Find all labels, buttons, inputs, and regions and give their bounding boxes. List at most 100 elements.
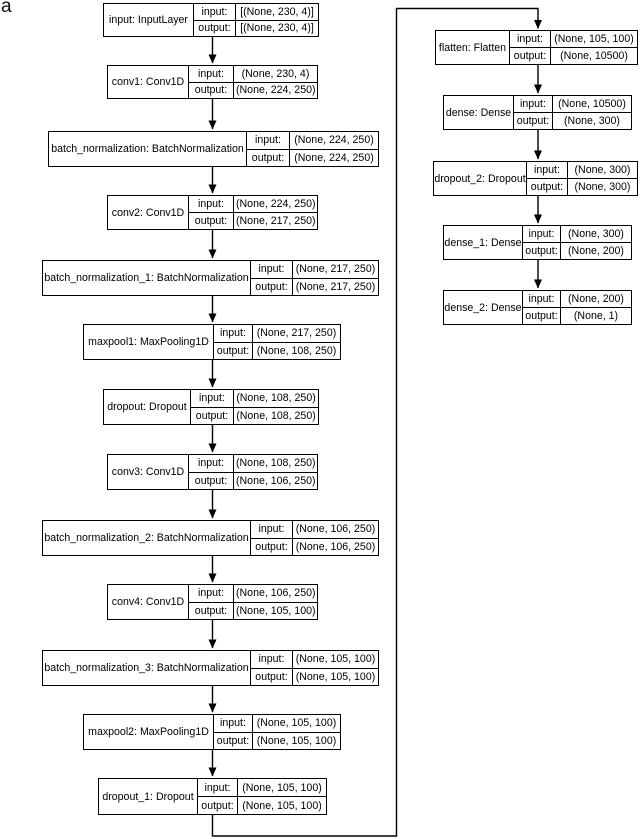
io-input-label: input: bbox=[189, 585, 234, 602]
io-input-label: input: bbox=[198, 779, 238, 796]
io-input-value: (None, 217, 250) bbox=[295, 263, 376, 276]
io-input-value: (None, 224, 250) bbox=[236, 198, 316, 210]
io-output-row: output: (None, 1) bbox=[523, 307, 631, 324]
io-output-row: output: (None, 105, 100) bbox=[214, 731, 340, 749]
io-input-label: input: bbox=[523, 291, 561, 307]
layer-name: dropout: Dropout bbox=[104, 390, 191, 424]
io-input-row: input: (None, 217, 250) bbox=[214, 325, 340, 342]
io-input-value: (None, 200) bbox=[568, 293, 624, 305]
io-input-label: input: bbox=[523, 226, 561, 242]
layer-node-conv1: conv1: Conv1D input: (None, 230, 4) outp… bbox=[107, 65, 318, 99]
io-table: input: (None, 105, 100) output: (None, 1… bbox=[251, 651, 378, 685]
io-output-row: output: (None, 108, 250) bbox=[191, 406, 318, 424]
layer-name: input: InputLayer bbox=[104, 4, 194, 36]
layer-name: conv4: Conv1D bbox=[108, 585, 189, 619]
io-output-label: output: bbox=[189, 602, 234, 619]
layer-name: conv3: Conv1D bbox=[108, 455, 189, 489]
io-output-value: (None, 105, 100) bbox=[256, 734, 337, 747]
io-input-value: (None, 224, 250) bbox=[294, 134, 374, 147]
io-table: input: (None, 10500) output: (None, 300) bbox=[514, 96, 631, 129]
io-input-value: (None, 300) bbox=[574, 164, 631, 176]
io-output-row: output: (None, 108, 250) bbox=[214, 341, 340, 359]
io-output-label: output: bbox=[251, 278, 293, 295]
io-output-label: output: bbox=[251, 538, 293, 555]
io-output-row: output: (None, 217, 250) bbox=[189, 212, 317, 229]
io-table: input: (None, 106, 250) output: (None, 1… bbox=[189, 585, 317, 619]
layer-node-dense-2: dense_2: Dense input: (None, 200) output… bbox=[443, 290, 632, 325]
io-table: input: (None, 230, 4) output: (None, 224… bbox=[189, 66, 317, 98]
io-output-value: (None, 300) bbox=[574, 181, 631, 193]
io-output-value: (None, 105, 100) bbox=[236, 604, 316, 617]
layer-node-batch-normalization-2: batch_normalization_2: BatchNormalizatio… bbox=[42, 520, 379, 556]
io-output-value: (None, 300) bbox=[564, 115, 620, 127]
io-input-row: input: (None, 10500) bbox=[514, 96, 631, 112]
io-table: input: [(None, 230, 4)] output: [(None, … bbox=[194, 4, 318, 36]
layer-node-dense: dense: Dense input: (None, 10500) output… bbox=[443, 95, 632, 130]
io-table: input: (None, 200) output: (None, 1) bbox=[523, 291, 631, 324]
io-table: input: (None, 105, 100) output: (None, 1… bbox=[198, 779, 326, 814]
io-input-row: input: (None, 224, 250) bbox=[189, 196, 317, 212]
io-input-value: (None, 106, 250) bbox=[295, 523, 376, 536]
io-table: input: (None, 217, 250) output: (None, 2… bbox=[251, 261, 378, 295]
io-output-label: output: bbox=[523, 243, 561, 259]
io-output-value: (None, 108, 250) bbox=[256, 344, 337, 357]
io-input-label: input: bbox=[189, 196, 234, 212]
io-output-row: output: (None, 105, 100) bbox=[198, 796, 326, 814]
io-input-value: (None, 108, 250) bbox=[236, 457, 316, 470]
io-input-row: input: (None, 300) bbox=[527, 162, 637, 178]
io-output-label: output: bbox=[191, 407, 234, 424]
io-output-value: (None, 217, 250) bbox=[295, 280, 376, 293]
io-input-label: input: bbox=[189, 66, 234, 82]
io-output-row: output: (None, 224, 250) bbox=[189, 81, 317, 98]
io-output-row: output: (None, 105, 100) bbox=[189, 601, 317, 619]
io-input-row: input: (None, 106, 250) bbox=[251, 521, 378, 538]
layer-node-input: input: InputLayer input: [(None, 230, 4)… bbox=[103, 3, 319, 37]
io-output-label: output: bbox=[189, 213, 234, 229]
io-table: input: (None, 108, 250) output: (None, 1… bbox=[191, 390, 318, 424]
io-input-label: input: bbox=[191, 390, 234, 407]
layer-node-dense-1: dense_1: Dense input: (None, 300) output… bbox=[443, 225, 632, 260]
io-output-label: output: bbox=[523, 308, 561, 324]
layer-node-dropout-2: dropout_2: Dropout input: (None, 300) ou… bbox=[433, 161, 638, 196]
io-table: input: (None, 300) output: (None, 300) bbox=[527, 162, 637, 195]
io-table: input: (None, 224, 250) output: (None, 2… bbox=[247, 132, 378, 166]
io-output-label: output: bbox=[189, 472, 234, 489]
io-input-row: input: (None, 108, 250) bbox=[189, 455, 317, 472]
layer-name: batch_normalization_3: BatchNormalizatio… bbox=[43, 651, 251, 685]
io-output-value: (None, 10500) bbox=[560, 50, 628, 62]
io-input-value: (None, 217, 250) bbox=[256, 327, 337, 340]
panel-label: a bbox=[1, 0, 12, 17]
layer-name: batch_normalization: BatchNormalization bbox=[49, 132, 247, 166]
layer-node-conv3: conv3: Conv1D input: (None, 108, 250) ou… bbox=[107, 454, 318, 490]
io-output-value: (None, 106, 250) bbox=[236, 474, 316, 487]
layer-node-batch-normalization: batch_normalization: BatchNormalization … bbox=[48, 131, 379, 167]
layer-name: dropout_2: Dropout bbox=[434, 162, 527, 195]
io-input-value: (None, 105, 100) bbox=[256, 717, 337, 730]
io-input-value: (None, 105, 100) bbox=[242, 781, 322, 794]
layer-name: conv1: Conv1D bbox=[108, 66, 189, 98]
io-input-row: input: (None, 217, 250) bbox=[251, 261, 378, 278]
io-input-label: input: bbox=[514, 96, 553, 112]
layer-name: dense: Dense bbox=[444, 96, 514, 129]
io-output-value: (None, 105, 100) bbox=[242, 799, 322, 812]
io-output-value: (None, 224, 250) bbox=[236, 84, 316, 97]
io-output-row: output: (None, 300) bbox=[527, 178, 637, 195]
io-input-value: (None, 108, 250) bbox=[236, 392, 316, 405]
layer-node-dropout-1: dropout_1: Dropout input: (None, 105, 10… bbox=[98, 778, 327, 815]
layer-node-conv4: conv4: Conv1D input: (None, 106, 250) ou… bbox=[107, 584, 318, 620]
io-input-label: input: bbox=[527, 162, 568, 178]
io-table: input: (None, 224, 250) output: (None, 2… bbox=[189, 196, 317, 229]
layer-node-maxpool1: maxpool1: MaxPooling1D input: (None, 217… bbox=[83, 324, 341, 360]
layer-name: dense_1: Dense bbox=[444, 226, 523, 259]
io-output-label: output: bbox=[251, 668, 293, 685]
layer-name: batch_normalization_1: BatchNormalizatio… bbox=[43, 261, 251, 295]
io-output-row: output: (None, 224, 250) bbox=[247, 148, 378, 166]
io-table: input: (None, 105, 100) output: (None, 1… bbox=[214, 715, 340, 749]
io-output-value: (None, 217, 250) bbox=[236, 215, 316, 227]
io-input-label: input: bbox=[251, 261, 293, 278]
layer-name: dropout_1: Dropout bbox=[99, 779, 198, 814]
io-output-value: (None, 106, 250) bbox=[295, 540, 376, 553]
io-input-label: input: bbox=[214, 715, 253, 732]
io-output-label: output: bbox=[189, 82, 234, 98]
io-input-label: input: bbox=[251, 521, 293, 538]
